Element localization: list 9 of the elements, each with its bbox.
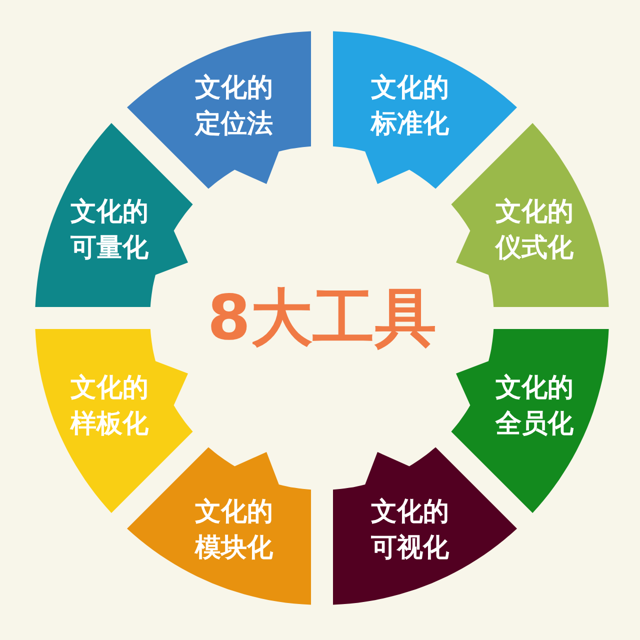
segment-label: 文化的仪式化: [494, 196, 574, 265]
segment-label: 文化的全员化: [494, 372, 574, 442]
segment-label: 文化的模块化: [194, 496, 274, 566]
center-title: 8大工具: [207, 282, 437, 354]
segment-label: 文化的标准化: [369, 72, 450, 140]
segment-label: 文化的样板化: [69, 372, 150, 442]
segment-label: 文化的定位法: [194, 72, 274, 140]
segment-label: 文化的可视化: [370, 496, 450, 566]
segment-label: 文化的可量化: [70, 196, 150, 265]
